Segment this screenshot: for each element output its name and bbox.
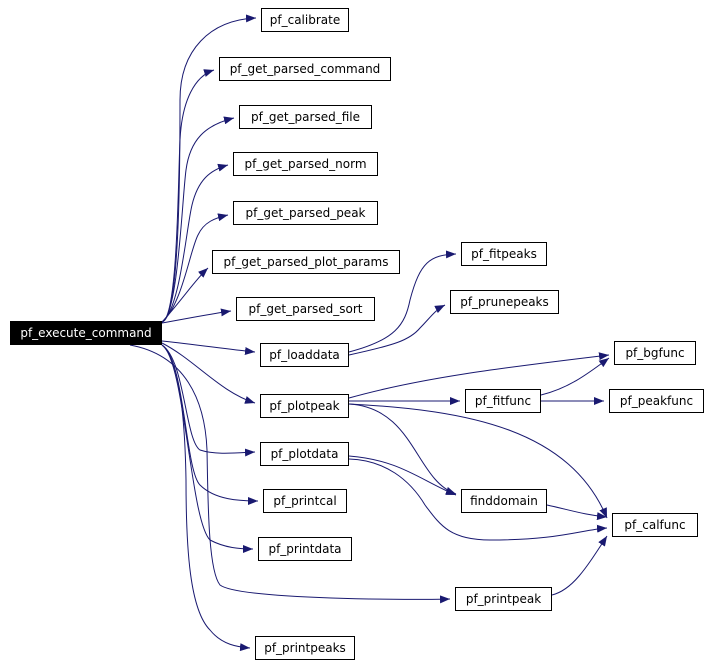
edge-pf_execute_command-to-pf_get_parsed_command	[161, 69, 215, 323]
node-label: pf_get_parsed_command	[229, 62, 381, 76]
edge-pf_printpeak-to-pf_calfunc	[551, 535, 608, 596]
node-finddomain[interactable]: finddomain	[461, 489, 547, 513]
node-pf-plotpeak[interactable]: pf_plotpeak	[260, 394, 349, 418]
node-pf-plotdata[interactable]: pf_plotdata	[260, 442, 349, 466]
edge-pf_execute_command-to-pf_plotdata	[161, 344, 256, 457]
node-pf-get-parsed-peak[interactable]: pf_get_parsed_peak	[233, 201, 378, 225]
edge-pf_execute_command-to-pf_get_parsed_peak	[161, 213, 229, 323]
node-pf-printpeak[interactable]: pf_printpeak	[455, 587, 552, 611]
edge-pf_execute_command-to-pf_get_parsed_norm	[161, 163, 229, 323]
node-pf-loaddata[interactable]: pf_loaddata	[260, 343, 349, 367]
edge-pf_plotpeak-to-finddomain	[348, 403, 457, 495]
edge-pf_execute_command-to-pf_loaddata	[161, 340, 256, 355]
edge-pf_loaddata-to-pf_prunepeaks	[348, 304, 446, 356]
node-pf-execute-command[interactable]: pf_execute_command	[10, 321, 162, 345]
edge-pf_execute_command-to-pf_printpeaks	[161, 344, 251, 652]
node-label: pf_printdata	[268, 542, 342, 556]
node-label: pf_calibrate	[269, 13, 341, 27]
node-label: pf_prunepeaks	[460, 295, 549, 309]
edge-pf_loaddata-to-pf_fitpeaks	[348, 250, 457, 353]
node-label: pf_plotdata	[270, 447, 339, 461]
node-pf-calfunc[interactable]: pf_calfunc	[612, 513, 698, 537]
node-label: pf_execute_command	[20, 326, 152, 340]
edge-pf_execute_command-to-pf_get_parsed_plot_params	[161, 267, 209, 323]
node-label: pf_get_parsed_file	[251, 110, 360, 124]
node-label: pf_calfunc	[624, 518, 686, 532]
node-pf-get-parsed-norm[interactable]: pf_get_parsed_norm	[233, 152, 378, 176]
edge-finddomain-to-pf_calfunc	[546, 504, 608, 521]
node-label: pf_plotpeak	[269, 399, 340, 413]
node-label: pf_peakfunc	[619, 394, 694, 408]
node-pf-fitfunc[interactable]: pf_fitfunc	[465, 389, 541, 413]
node-label: pf_get_parsed_plot_params	[223, 255, 389, 269]
node-pf-bgfunc[interactable]: pf_bgfunc	[614, 341, 696, 365]
node-pf-get-parsed-plot-params[interactable]: pf_get_parsed_plot_params	[212, 250, 400, 274]
edge-pf_execute_command-to-pf_calibrate	[161, 14, 257, 323]
node-pf-calibrate[interactable]: pf_calibrate	[261, 8, 349, 32]
node-pf-fitpeaks[interactable]: pf_fitpeaks	[461, 242, 547, 266]
node-label: finddomain	[470, 494, 538, 508]
node-label: pf_printcal	[273, 494, 337, 508]
node-pf-printdata[interactable]: pf_printdata	[258, 537, 352, 561]
node-label: pf_loaddata	[269, 348, 340, 362]
node-pf-get-parsed-command[interactable]: pf_get_parsed_command	[219, 57, 391, 81]
edge-pf_execute_command-to-pf_get_parsed_sort	[161, 308, 232, 324]
node-label: pf_printpeak	[465, 592, 542, 606]
node-label: pf_printpeaks	[264, 641, 346, 655]
node-label: pf_get_parsed_peak	[245, 206, 366, 220]
edge-pf_plotpeak-to-pf_bgfunc	[348, 352, 610, 399]
edge-pf_execute_command-to-pf_plotpeak	[161, 342, 256, 404]
edge-pf_execute_command-to-pf_printdata	[161, 344, 254, 553]
edge-pf_execute_command-to-pf_get_parsed_file	[161, 116, 235, 323]
node-label: pf_fitpeaks	[471, 247, 537, 261]
node-pf-printcal[interactable]: pf_printcal	[263, 489, 347, 513]
edge-pf_plotpeak-to-pf_calfunc	[348, 403, 608, 519]
edge-pf_execute_command-to-pf_printpeak	[129, 344, 451, 604]
edge-pf_fitfunc-to-pf_bgfunc	[540, 357, 610, 396]
node-label: pf_get_parsed_norm	[244, 157, 367, 171]
node-pf-get-parsed-file[interactable]: pf_get_parsed_file	[239, 105, 372, 129]
node-label: pf_get_parsed_sort	[248, 302, 363, 316]
node-pf-prunepeaks[interactable]: pf_prunepeaks	[450, 290, 559, 314]
node-pf-get-parsed-sort[interactable]: pf_get_parsed_sort	[236, 297, 375, 321]
node-pf-peakfunc[interactable]: pf_peakfunc	[609, 389, 704, 413]
node-label: pf_fitfunc	[474, 394, 532, 408]
node-label: pf_bgfunc	[625, 346, 685, 360]
node-pf-printpeaks[interactable]: pf_printpeaks	[255, 636, 355, 660]
edge-pf_plotdata-to-finddomain	[348, 455, 457, 496]
edge-pf_plotdata-to-pf_calfunc	[348, 458, 608, 541]
